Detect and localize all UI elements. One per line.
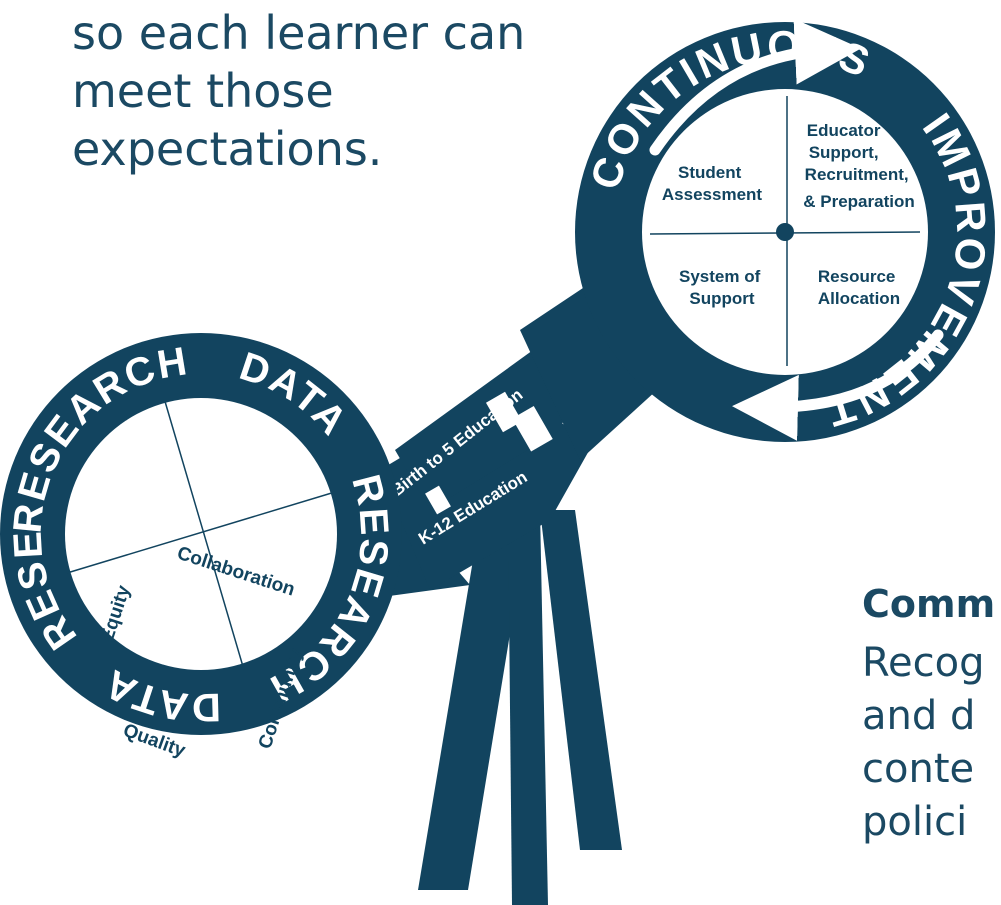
side-line: and d xyxy=(862,693,976,739)
quadrant-system-of-support: System of Support xyxy=(679,267,765,308)
intro-line: meet those xyxy=(72,64,334,118)
side-line: conte xyxy=(862,746,975,792)
tripod xyxy=(418,510,622,905)
intro-line: so each learner can xyxy=(72,6,526,60)
tripod-right-leg xyxy=(540,510,622,850)
eyepiece-circle xyxy=(0,333,402,735)
quadrant-resource-allocation: Resource Allocation xyxy=(818,267,900,308)
barrel-segment-upper xyxy=(395,345,580,510)
tripod-left-leg xyxy=(418,530,527,890)
tripod-center-leg xyxy=(508,510,548,905)
quadrant-student-assessment: Student Assessment xyxy=(662,163,763,204)
quadrant-educator-support: Educator Support, Recruitment, & Prepara… xyxy=(803,121,914,211)
side-panel: Comm Recog and d conte polici xyxy=(862,578,995,849)
intro-line: expectations. xyxy=(72,122,383,176)
side-line: Recog xyxy=(862,640,985,686)
lens-quadrants: Student Assessment Educator Support, Rec… xyxy=(662,121,915,308)
side-heading: Comm xyxy=(862,582,996,626)
intro-paragraph: so each learner can meet those expectati… xyxy=(72,4,525,178)
lens-circle xyxy=(575,18,995,442)
side-line: polici xyxy=(862,799,968,845)
